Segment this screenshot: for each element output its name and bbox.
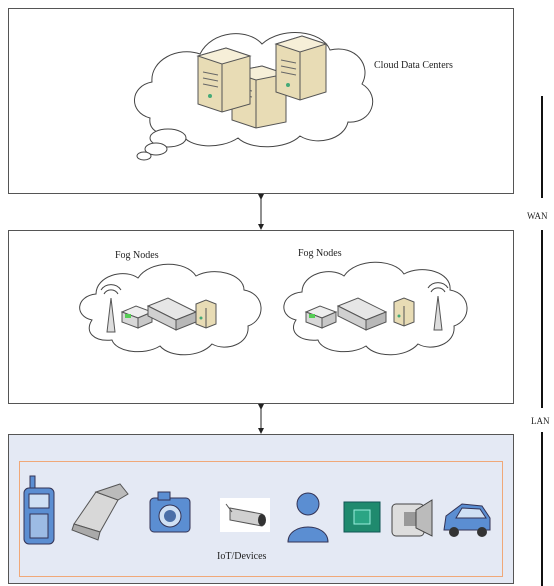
fog-nodes-label-right: Fog Nodes xyxy=(298,248,342,259)
server-icon xyxy=(195,299,217,329)
mobile-phone-icon xyxy=(23,475,55,545)
gateway-icon xyxy=(304,305,338,329)
server-icon xyxy=(393,297,415,327)
iot-devices-label: IoT/Devices xyxy=(217,551,267,562)
camera-icon xyxy=(149,491,191,533)
cctv-camera-icon xyxy=(220,498,270,532)
iot-devices-group xyxy=(19,461,503,577)
user-icon xyxy=(287,492,329,543)
cloud-data-centers-label: Cloud Data Centers xyxy=(374,60,453,71)
server-icon xyxy=(196,47,252,113)
flip-phone-icon xyxy=(71,483,129,541)
wireless-tower-icon xyxy=(100,284,122,333)
camcorder-icon xyxy=(391,499,433,537)
fog-nodes-label-left: Fog Nodes xyxy=(115,250,159,261)
chip-icon xyxy=(343,501,381,533)
wireless-tower-icon xyxy=(427,282,449,331)
wan-label: WAN xyxy=(527,211,548,221)
car-icon xyxy=(443,503,491,537)
lan-label: LAN xyxy=(531,416,550,426)
server-icon xyxy=(274,35,328,101)
switch-icon xyxy=(336,297,388,331)
